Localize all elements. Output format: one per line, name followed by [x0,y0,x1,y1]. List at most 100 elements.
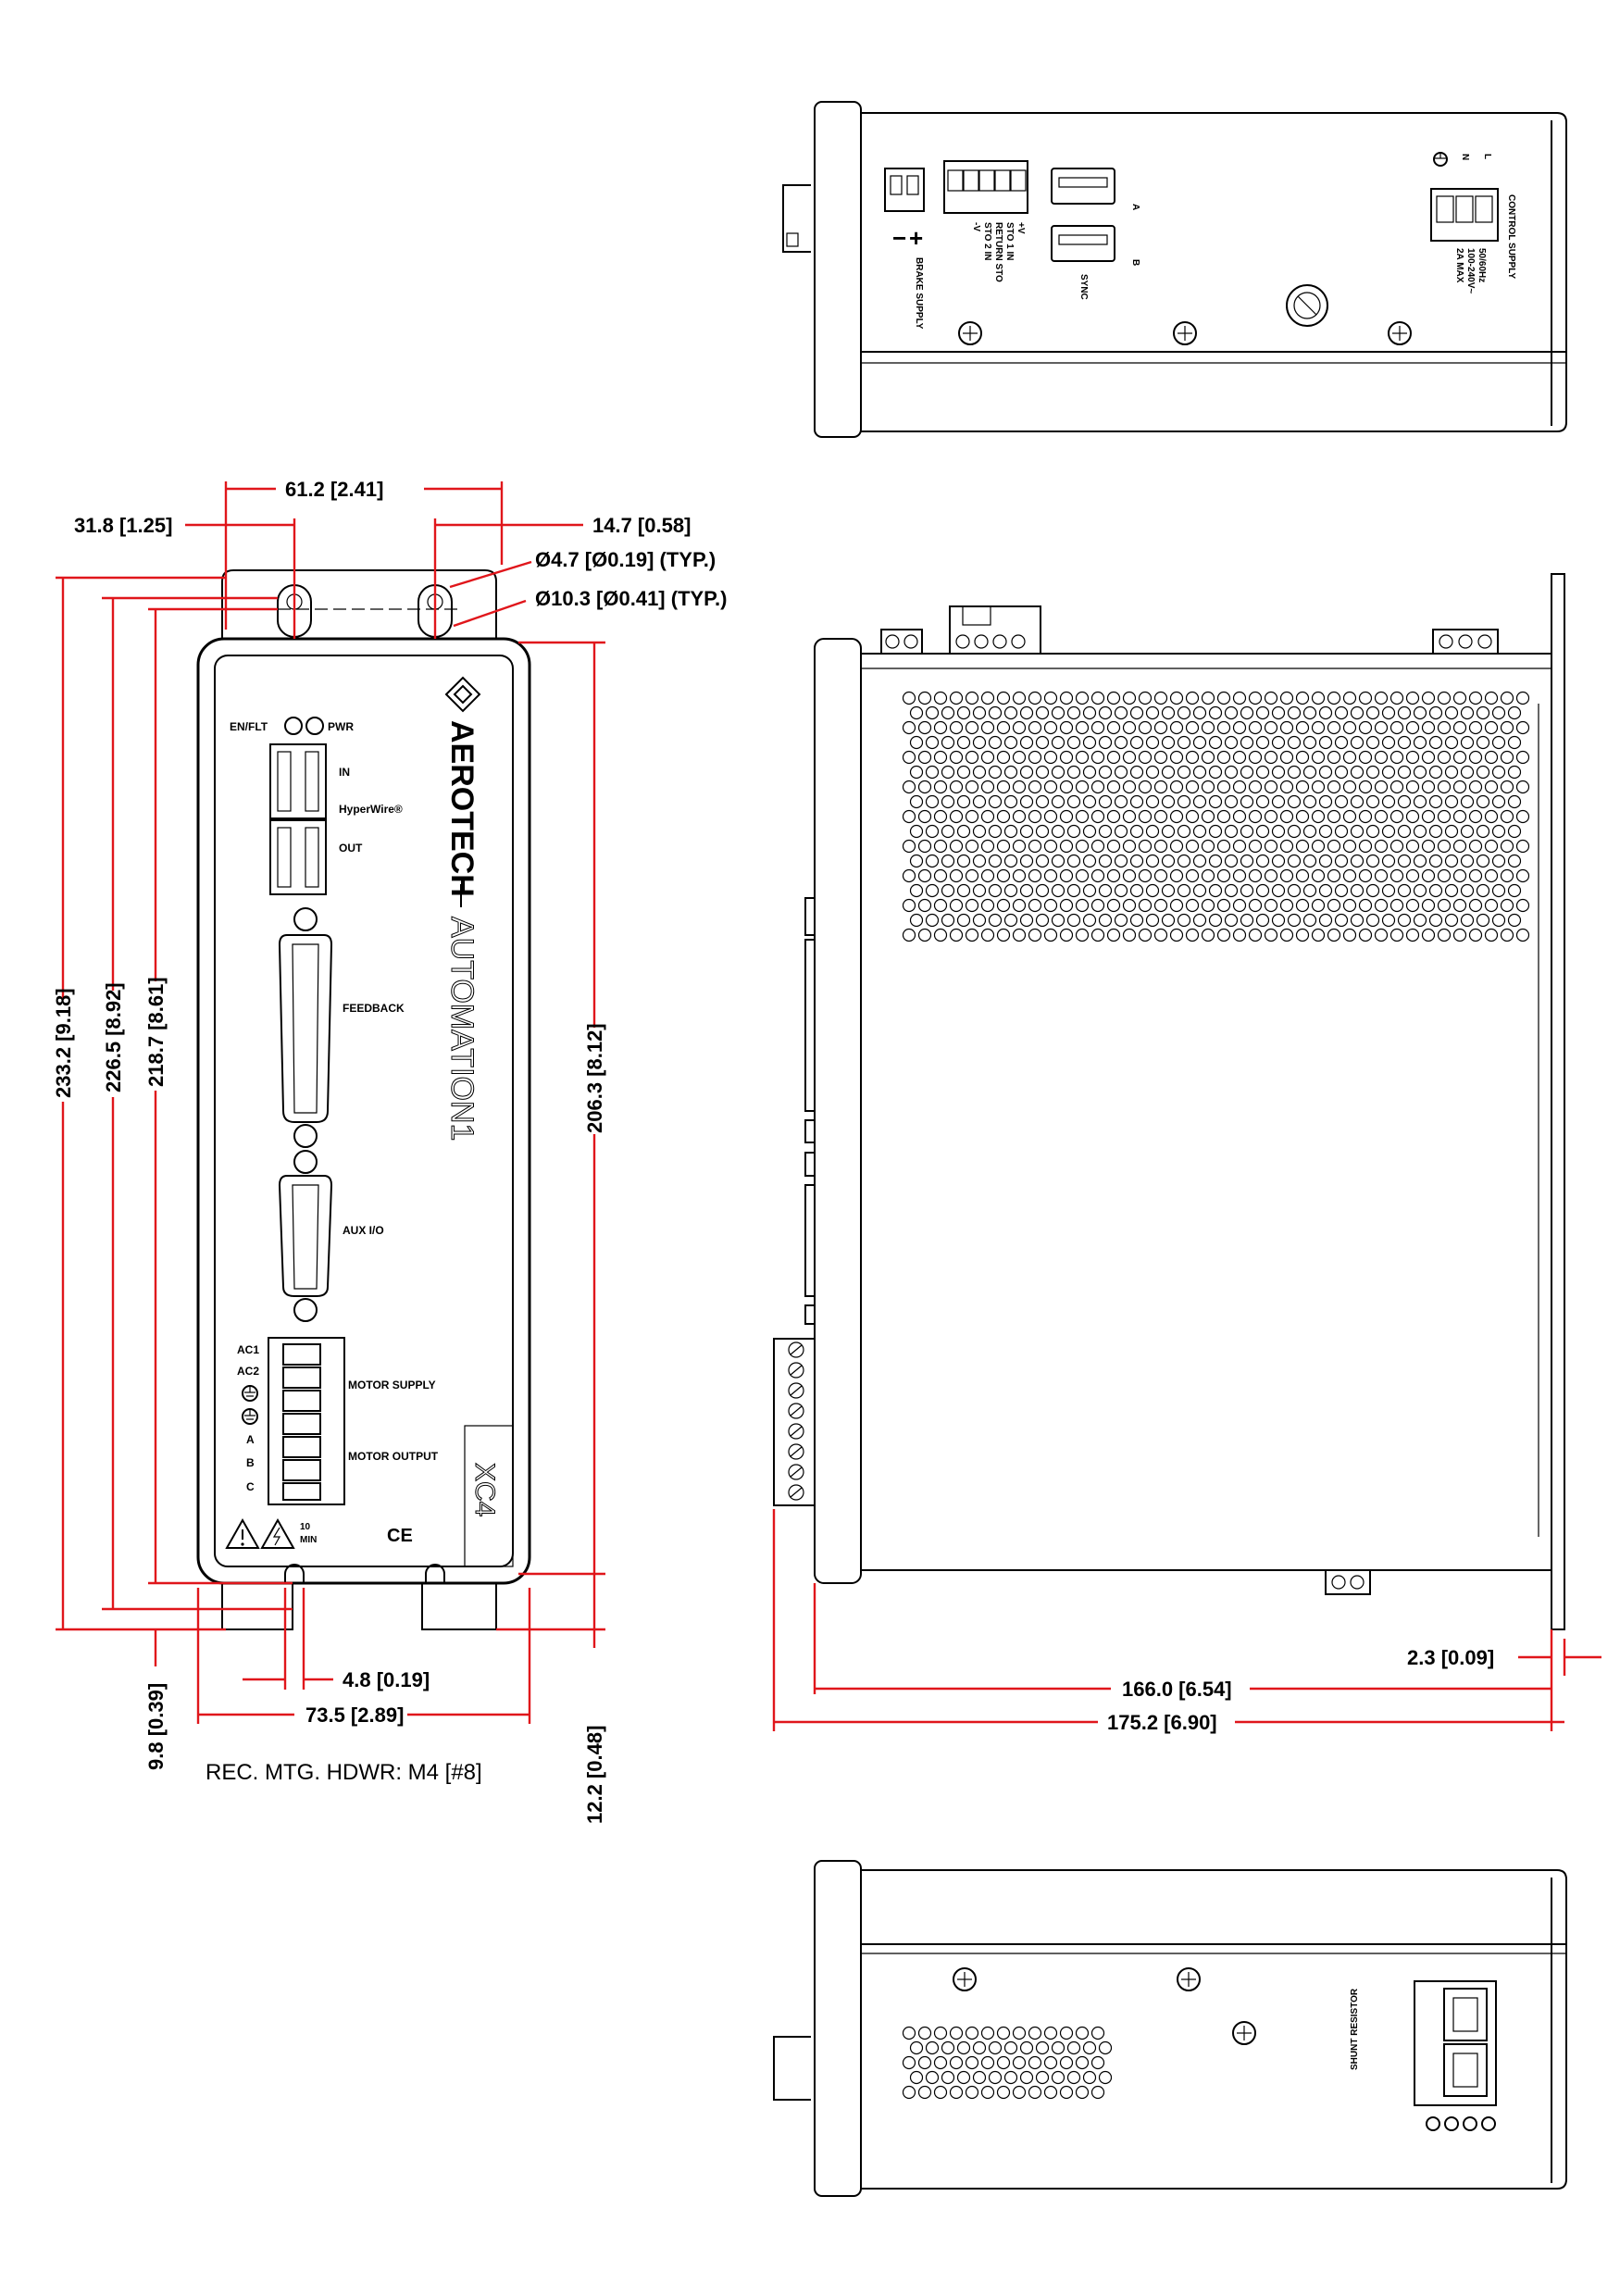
vent-hole [1365,913,1380,928]
vent-hole [1279,809,1294,824]
vent-hole [1248,780,1263,794]
vent-hole [1114,854,1128,868]
vent-hole [1090,839,1105,854]
vent-hole [1279,839,1294,854]
vent-hole [1405,898,1420,913]
brake-supply-label: BRAKE SUPPLY [914,257,924,330]
vent-hole [980,839,995,854]
vent-hole [972,883,987,898]
vent-hole [1208,883,1223,898]
vent-hole [1452,809,1467,824]
vent-hole [1476,854,1490,868]
vent-hole [1358,928,1373,942]
vent-hole [1500,691,1514,705]
vent-hole [956,2040,971,2055]
vent-hole [1075,839,1090,854]
vent-hole [1428,735,1443,750]
vent-hole [972,2040,987,2055]
warning-icon [225,1517,260,1549]
vent-hole [1327,750,1341,765]
vent-hole [1421,898,1436,913]
vent-hole [1066,735,1081,750]
vent-hole [1491,765,1506,780]
vent-hole [1358,898,1373,913]
vent-hole [1082,913,1097,928]
vent-hole [980,750,995,765]
vent-hole [1421,720,1436,735]
vent-hole [972,794,987,809]
shunt-resistor-connector [1414,1980,1497,2106]
vent-hole [1145,765,1160,780]
vent-hole [1468,839,1483,854]
vent-hole [1028,720,1042,735]
vent-hole [1082,824,1097,839]
vent-hole [1264,898,1278,913]
vent-hole [1311,691,1326,705]
vent-hole [1240,854,1254,868]
vent-hole [1327,898,1341,913]
vent-hole [1342,691,1357,705]
vent-hole [1342,750,1357,765]
phase-b-label: B [246,1456,255,1469]
vent-hole [1452,780,1467,794]
vent-hole [1271,883,1286,898]
led-enflt-label: EN/FLT [230,720,268,733]
vent-hole [1059,2026,1074,2040]
vent-hole [1350,854,1365,868]
terminal-screw-icon [788,1382,804,1399]
dim-218-7: 218.7 [8.61] [144,977,168,1087]
vent-hole [996,898,1011,913]
vent-hole [1114,794,1128,809]
vent-hole [917,2055,932,2070]
vent-hole [1295,780,1310,794]
vent-hole [1318,824,1333,839]
vent-hole [1334,854,1349,868]
vent-hole [1507,705,1522,720]
vent-hole [988,705,1003,720]
electric-shock-warning-icon [260,1517,295,1549]
phase-c-label: C [246,1480,255,1493]
vent-hole [1444,765,1459,780]
vent-hole [1500,809,1514,824]
wait-minutes-unit: MIN [300,1535,317,1545]
vent-hole [1484,780,1499,794]
vent-hole [1216,839,1231,854]
vent-hole [933,691,948,705]
vent-hole [1476,883,1490,898]
vent-hole [941,705,955,720]
terminal-screw-slot [790,1365,803,1376]
vent-hole [1444,824,1459,839]
vent-hole [996,720,1011,735]
vent-hole [1500,780,1514,794]
vent-hole [1028,898,1042,913]
vent-hole [933,839,948,854]
vent-hole [1358,750,1373,765]
vent-hole [1201,720,1215,735]
vent-hole [941,913,955,928]
vent-hole [1515,691,1530,705]
vent-hole [1035,705,1050,720]
vent-hole [1468,868,1483,883]
vent-hole [1507,794,1522,809]
vent-hole [1405,868,1420,883]
vent-hole [933,780,948,794]
screw-icon [1232,2021,1256,2045]
vent-hole [917,720,932,735]
vent-hole [1003,883,1018,898]
terminal-screw-slot [790,1344,803,1355]
vent-hole [1145,705,1160,720]
vent-hole [1185,809,1200,824]
vent-hole [1224,765,1239,780]
vent-hole [1240,705,1254,720]
vent-hole [949,2085,964,2100]
vent-hole [1255,705,1270,720]
vent-hole [1098,883,1113,898]
screw-icon [953,1967,977,1991]
vent-hole [949,928,964,942]
sto-pin-2: STO 1 IN [1004,222,1015,261]
vent-hole [1365,883,1380,898]
vent-hole [1106,898,1121,913]
vent-hole [1059,2055,1074,2070]
vent-pattern [902,2026,1113,2100]
vent-hole [1327,928,1341,942]
